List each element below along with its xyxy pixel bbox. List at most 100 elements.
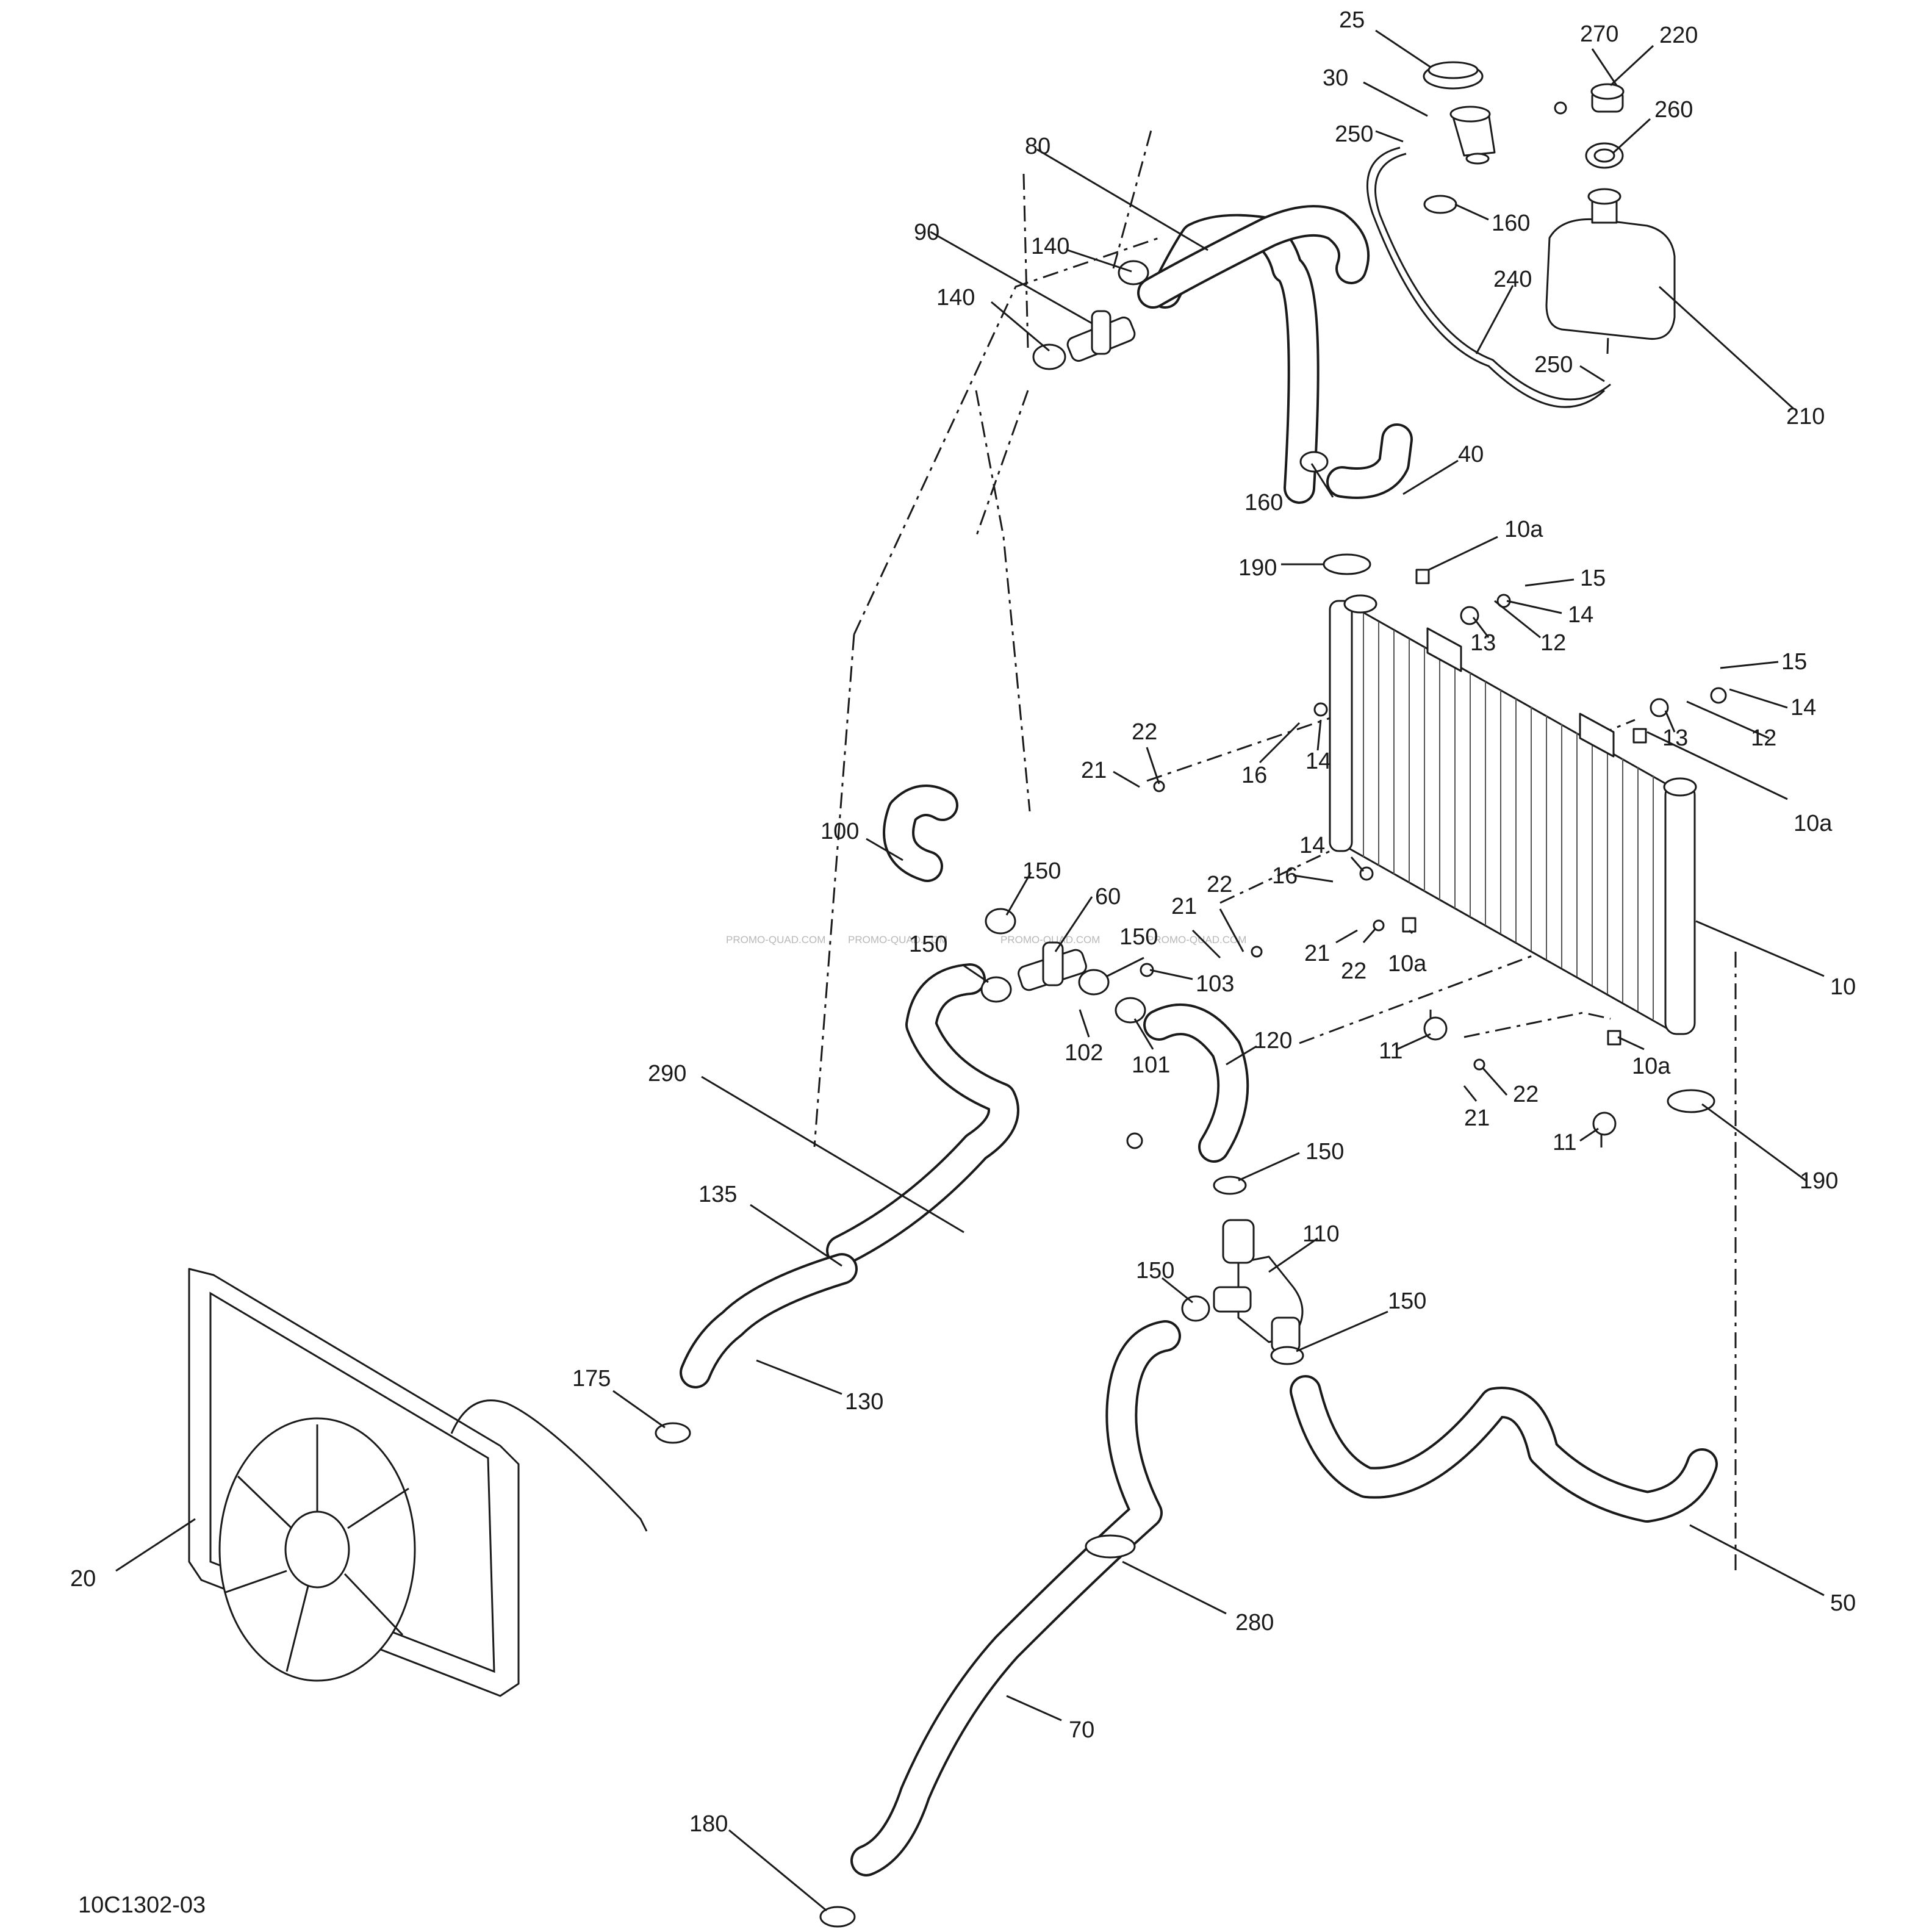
upper-hose-80: [1137, 205, 1370, 309]
callout-103: 103: [1196, 971, 1234, 997]
callout-15: 15: [1580, 566, 1606, 591]
reservoir-neck-top: [1587, 188, 1621, 205]
overflow-tube-edge: [1374, 153, 1611, 401]
hose-clamp-180: [819, 1906, 856, 1928]
callout-40: 40: [1458, 442, 1484, 467]
callout-150: 150: [1022, 858, 1061, 884]
thermostat-housing-110: [1213, 1219, 1304, 1352]
callout-210: 210: [1786, 404, 1825, 429]
callout-270: 270: [1580, 21, 1618, 47]
callout-60: 60: [1095, 884, 1121, 910]
hose-clamp-101: [1115, 997, 1146, 1024]
callout-10: 10: [1830, 974, 1856, 1000]
watermark: PROMO-QUAD.COM PROMO-QUAD.COM PROMO-QUAD…: [726, 934, 1246, 946]
leader-lines: [115, 29, 1825, 1912]
watermark-text: PROMO-QUAD.COM: [1000, 934, 1100, 946]
callout-135: 135: [698, 1182, 737, 1207]
callout-14: 14: [1299, 833, 1325, 858]
centerline: [813, 634, 855, 1147]
callout-12: 12: [1540, 630, 1566, 656]
radiator-outlet-neck: [1663, 777, 1697, 797]
reservoir-screw: [1554, 101, 1567, 115]
hose-clamp-150: [980, 976, 1012, 1003]
washer-14: [1313, 702, 1328, 717]
bolt-102: [1126, 1132, 1143, 1149]
callout-102: 102: [1065, 1040, 1103, 1066]
hose-clamp-140: [1118, 260, 1149, 285]
radiator-cap: [1423, 61, 1484, 90]
fan-spoke: [347, 1487, 409, 1529]
centerline: [853, 237, 1160, 635]
callout-100: 100: [821, 819, 859, 844]
fan-spoke: [237, 1475, 293, 1529]
centerline: [1299, 950, 1544, 1044]
fan-spoke: [343, 1573, 404, 1636]
callout-175: 175: [572, 1366, 611, 1392]
reservoir-cap: [1590, 83, 1625, 113]
callout-21: 21: [1171, 894, 1197, 919]
callout-labels: 25 270 220 30 250 260 80 160 90 140 140 …: [70, 7, 1856, 1837]
callout-22: 22: [1132, 719, 1157, 745]
fan-spoke: [225, 1570, 287, 1593]
overflow-tube: [1366, 146, 1606, 408]
callout-50: 50: [1830, 1590, 1856, 1616]
callout-110: 110: [1302, 1221, 1340, 1247]
callout-250: 250: [1534, 352, 1573, 378]
grommet-13: [1460, 606, 1479, 625]
hose-elbow-40: [1326, 423, 1413, 499]
filler-neck: [1449, 106, 1496, 165]
callout-30: 30: [1323, 65, 1348, 91]
washer-14: [1710, 687, 1727, 704]
centerline: [1146, 706, 1361, 782]
hose-50: [1290, 1375, 1718, 1523]
watermark-text: PROMO-QUAD.COM: [726, 934, 825, 946]
drawing-number: 10C1302-03: [78, 1892, 206, 1918]
callout-10a: 10a: [1632, 1054, 1671, 1079]
callout-160: 160: [1244, 490, 1283, 515]
hose-elbow-100: [883, 785, 958, 882]
callout-150: 150: [1388, 1288, 1426, 1314]
callout-16: 16: [1241, 763, 1267, 788]
callout-190: 190: [1238, 555, 1277, 581]
washer-22: [1473, 1058, 1485, 1071]
callout-16: 16: [1272, 863, 1298, 889]
callout-120: 120: [1254, 1028, 1292, 1054]
watermark-text: PROMO-QUAD.COM: [848, 934, 947, 946]
centerline: [1022, 173, 1029, 348]
callout-290: 290: [648, 1061, 686, 1086]
callout-280: 280: [1235, 1610, 1274, 1636]
callout-14: 14: [1568, 602, 1593, 628]
callout-150: 150: [909, 932, 947, 957]
hose-120: [1143, 1004, 1249, 1163]
callout-250: 250: [1335, 121, 1373, 147]
centerline: [1463, 1011, 1611, 1038]
hose-clamp-150: [1181, 1295, 1210, 1322]
fan-shroud-inner: [209, 1291, 495, 1673]
washer-22: [1251, 946, 1263, 958]
clip-10a: [1415, 569, 1430, 584]
fan-wire: [450, 1399, 648, 1532]
callout-150: 150: [1305, 1139, 1344, 1165]
assembly-centerlines: [813, 127, 1737, 1574]
radiator-left-tank: [1329, 600, 1353, 852]
clamps: [655, 195, 1727, 1928]
callout-13: 13: [1662, 725, 1688, 751]
hose-clamp-160: [1423, 195, 1457, 214]
reservoir-body: [1545, 218, 1676, 340]
callout-25: 25: [1339, 7, 1365, 33]
radiator-right-tank: [1664, 783, 1696, 1035]
hose-70: [850, 1320, 1181, 1876]
hose-clamp-140: [1032, 343, 1066, 370]
callout-150: 150: [1136, 1258, 1174, 1284]
hose-clamp-150: [1078, 969, 1110, 996]
hose-clamp-175: [655, 1422, 691, 1444]
callout-140: 140: [936, 285, 975, 311]
watermark-text: PROMO-QUAD.COM: [1147, 934, 1246, 946]
fan-motor-hub: [284, 1510, 350, 1589]
callout-15: 15: [1781, 649, 1807, 675]
hose-clamp-150: [1270, 1346, 1304, 1365]
hose-clamp-150: [985, 908, 1016, 935]
callout-22: 22: [1207, 872, 1232, 897]
hose-clamp-150: [1213, 1176, 1247, 1195]
callout-10a: 10a: [1388, 951, 1427, 977]
